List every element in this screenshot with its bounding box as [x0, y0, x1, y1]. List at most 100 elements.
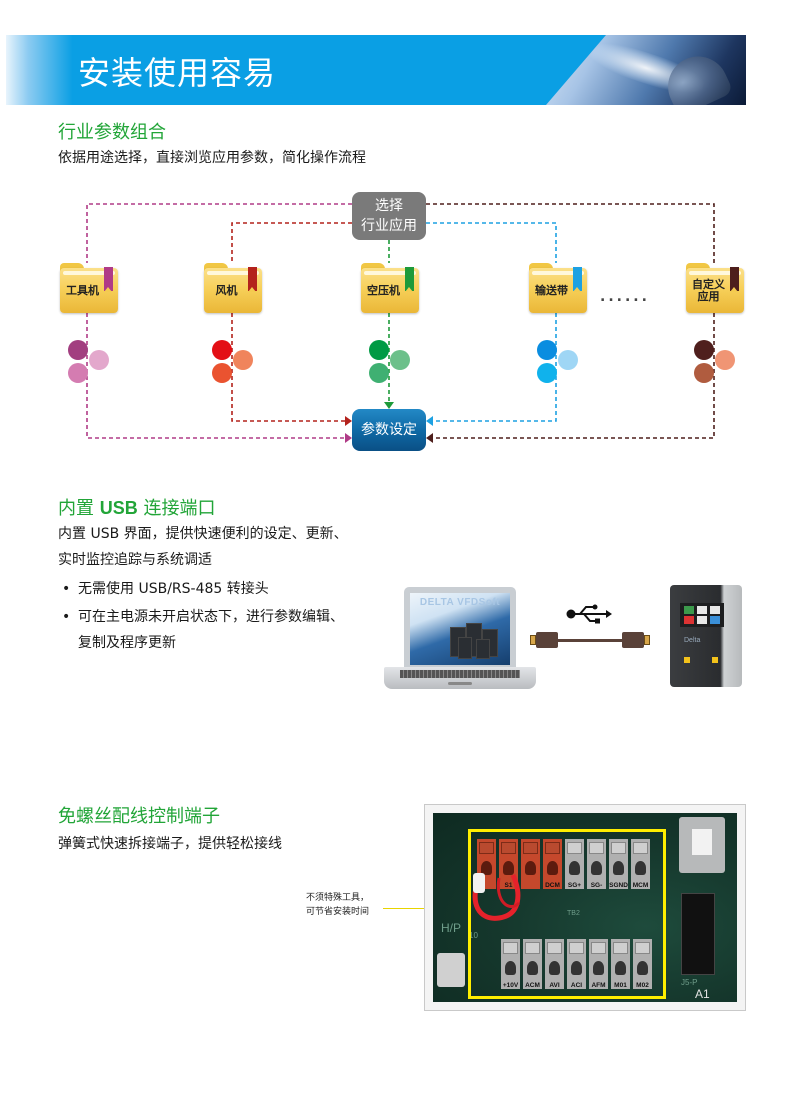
parameter-dot [694, 340, 714, 360]
terminal-lever [613, 942, 628, 954]
terminal-lever [611, 842, 626, 854]
usb-connection-illustration: DELTA VFDSoft [380, 585, 770, 695]
terminal-lever [501, 842, 516, 854]
industry-label: 输送带 [535, 284, 568, 297]
terminal-label: DCM [545, 882, 560, 889]
ac-drive-icon: Delta [670, 585, 742, 687]
usb-bullet-list: • 无需使用 USB/RS-485 转接头 • 可在主电源未开启状态下，进行参数… [58, 576, 344, 656]
connector-custom-out [428, 313, 715, 439]
terminal-hole [569, 861, 580, 875]
section-title-industry-params: 行业参数组合 [58, 122, 166, 143]
pcb-label: J5-P [681, 978, 698, 987]
terminal-label: ACI [570, 982, 583, 989]
terminal-lever [479, 842, 494, 854]
parameter-dot [68, 340, 88, 360]
terminal-label: M01 [614, 982, 627, 989]
pcb-label: TB2 [567, 910, 580, 917]
usb-cable [530, 629, 650, 651]
terminal-hole [549, 961, 560, 975]
terminal-hole [615, 961, 626, 975]
jumper-wire [472, 873, 521, 921]
spring-terminal: AVI [545, 939, 564, 989]
usb-plug-tip [644, 635, 650, 645]
pcb-label: 10 [469, 931, 478, 940]
warning-label [684, 657, 690, 663]
parameter-dot [369, 363, 389, 383]
section-title-usb-port: 内置 USB 连接端口 [58, 494, 215, 520]
parameter-setting-node: 参数设定 [352, 409, 426, 451]
spring-terminal: SG+ [565, 839, 584, 889]
usb-plug [536, 632, 558, 648]
terminal-hole [481, 861, 492, 875]
annotation-line2: 可节省安装时间 [306, 907, 370, 917]
section-title-screwless-terminals: 免螺丝配线控制端子 [58, 806, 220, 827]
terminal-lever [569, 942, 584, 954]
bookmark-icon [730, 267, 739, 292]
connector-tool-machine-in [86, 203, 352, 263]
industry-folder-icon: 风机 [204, 263, 262, 313]
screwless-description: 弹簧式快速拆接端子，提供轻松接线 [58, 836, 282, 852]
bullet-text: 无需使用 USB/RS-485 转接头 [78, 581, 269, 597]
industry-label: 空压机 [367, 284, 400, 297]
arrowhead [426, 433, 433, 443]
arrowhead [345, 416, 352, 426]
terminal-lever [545, 842, 560, 854]
cable-wire [558, 639, 622, 642]
terminal-label: SGND [609, 882, 628, 889]
parameter-dot [537, 340, 557, 360]
terminal-hole [527, 961, 538, 975]
laptop-icon: DELTA VFDSoft [404, 587, 516, 667]
annotation-line1: 不须特殊工具， [306, 893, 370, 903]
terminal-hole [571, 961, 582, 975]
industry-label: 工具机 [66, 284, 99, 297]
bullet-item: • 可在主电源未开启状态下，进行参数编辑、 复制及程序更新 [58, 604, 344, 656]
terminal-label: +10V [502, 982, 519, 989]
terminal-hole [591, 861, 602, 875]
terminal-hole [635, 861, 646, 875]
spring-terminal: +10V [501, 939, 520, 989]
bullet-text: 可在主电源未开启状态下，进行参数编辑、 [78, 609, 344, 625]
parameter-dot [715, 350, 735, 370]
parameter-dot [68, 363, 88, 383]
spring-terminal: SG- [587, 839, 606, 889]
parameter-dot [390, 350, 410, 370]
spring-terminal: DCM [543, 839, 562, 889]
terminal-label: S1 [504, 882, 513, 889]
parameter-dot [537, 363, 557, 383]
terminal-hole [505, 961, 516, 975]
parameter-dot [212, 363, 232, 383]
terminal-lever [523, 842, 538, 854]
parameter-dot [233, 350, 253, 370]
connector-conveyor-out [428, 313, 557, 422]
terminal-label: AFM [591, 982, 606, 989]
terminal-lever [591, 942, 606, 954]
terminal-hole [637, 961, 648, 975]
spring-terminal [521, 839, 540, 889]
parameter-dot [369, 340, 389, 360]
drive-thumbnails [450, 623, 502, 659]
select-industry-node: 选择 行业应用 [352, 192, 426, 240]
warning-label [712, 657, 718, 663]
terminal-highlight-box [468, 829, 666, 999]
terminal-lever [635, 942, 650, 954]
terminal-lever [525, 942, 540, 954]
terminal-label: ACM [525, 982, 540, 989]
parameter-dot [89, 350, 109, 370]
callout-leader-line [383, 908, 461, 909]
terminal-lever [567, 842, 582, 854]
terminal-lever [547, 942, 562, 954]
select-node-line1: 选择 [375, 198, 403, 214]
terminal-hole [613, 861, 624, 875]
more-industries-ellipsis: ...... [600, 289, 650, 305]
industry-folder-icon: 空压机 [361, 263, 419, 313]
connector-fan-in [231, 222, 352, 263]
terminal-hole [593, 961, 604, 975]
arrowhead [345, 433, 352, 443]
arrowhead [384, 402, 394, 409]
pin-header-connector [681, 893, 715, 975]
parameter-dot [558, 350, 578, 370]
terminal-hole [547, 861, 558, 875]
laptop-keyboard [384, 667, 536, 689]
